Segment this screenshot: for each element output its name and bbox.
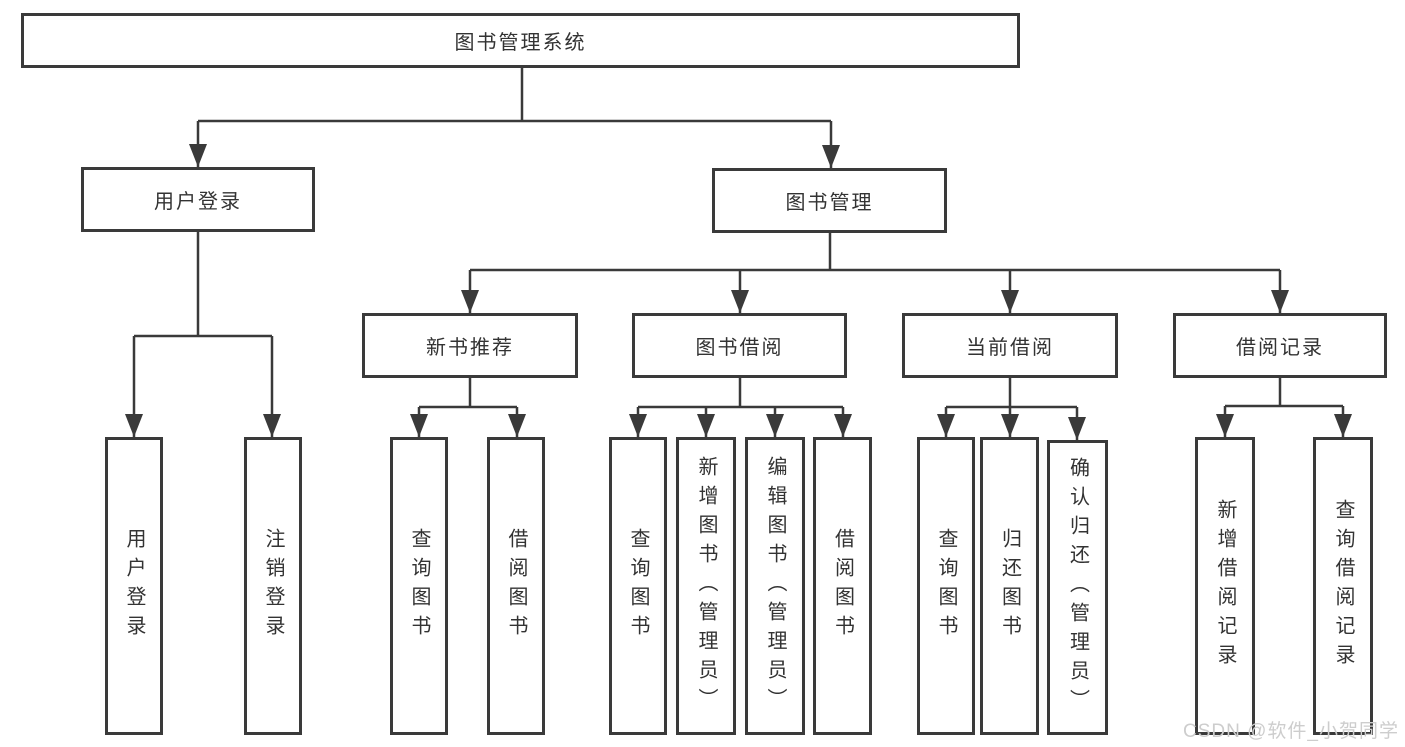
node-current-borrow-label: 当前借阅 bbox=[966, 337, 1054, 359]
leaf-bb-borrow-books: 借阅图书 bbox=[813, 437, 872, 735]
node-root: 图书管理系统 bbox=[21, 13, 1020, 68]
node-book-borrow: 图书借阅 bbox=[632, 313, 847, 378]
leaf-br-add-record: 新增借阅记录 bbox=[1195, 437, 1255, 735]
node-book-borrow-label: 图书借阅 bbox=[695, 337, 784, 359]
leaf-bb-query-books-label: 查询图书 bbox=[627, 528, 649, 644]
node-new-book-recommend: 新书推荐 bbox=[362, 313, 578, 378]
node-current-borrow: 当前借阅 bbox=[902, 313, 1118, 378]
node-root-label: 图书管理系统 bbox=[454, 32, 587, 54]
node-user-login-label: 用户登录 bbox=[154, 191, 242, 213]
edge-root-split bbox=[198, 68, 831, 123]
leaf-cb-return-books-label: 归还图书 bbox=[998, 528, 1021, 644]
node-book-management: 图书管理 bbox=[712, 168, 947, 233]
leaf-cb-confirm-return-admin-label: 确认归还（管理员） bbox=[1066, 457, 1089, 718]
node-book-management-label: 图书管理 bbox=[785, 192, 874, 214]
edge-book-borrow-split bbox=[638, 378, 843, 409]
leaf-bb-add-books-admin-label: 新增图书（管理员） bbox=[695, 455, 717, 717]
leaf-nb-query-books-label: 查询图书 bbox=[408, 528, 430, 644]
leaf-br-query-record: 查询借阅记录 bbox=[1313, 437, 1373, 735]
leaf-logout-label: 注销登录 bbox=[262, 528, 284, 644]
leaf-br-query-record-label: 查询借阅记录 bbox=[1332, 499, 1354, 673]
leaf-bb-edit-books-admin: 编辑图书（管理员） bbox=[745, 437, 805, 735]
leaf-user-login: 用户登录 bbox=[105, 437, 163, 735]
edge-book-management-split bbox=[470, 233, 1280, 272]
edge-new-book-split bbox=[419, 378, 517, 409]
edge-user-login-split bbox=[134, 232, 272, 338]
edge-borrow-records-split bbox=[1225, 378, 1343, 408]
leaf-nb-query-books: 查询图书 bbox=[390, 437, 448, 735]
node-borrow-records-label: 借阅记录 bbox=[1236, 337, 1324, 359]
node-borrow-records: 借阅记录 bbox=[1173, 313, 1387, 378]
node-user-login: 用户登录 bbox=[81, 167, 315, 232]
leaf-br-add-record-label: 新增借阅记录 bbox=[1214, 499, 1236, 673]
leaf-bb-add-books-admin: 新增图书（管理员） bbox=[676, 437, 736, 735]
leaf-bb-edit-books-admin-label: 编辑图书（管理员） bbox=[764, 455, 786, 717]
leaf-cb-query-books-label: 查询图书 bbox=[935, 528, 957, 644]
leaf-bb-query-books: 查询图书 bbox=[609, 437, 667, 735]
leaf-nb-borrow-books-label: 借阅图书 bbox=[505, 528, 527, 644]
leaf-cb-confirm-return-admin: 确认归还（管理员） bbox=[1047, 440, 1108, 735]
node-new-book-recommend-label: 新书推荐 bbox=[426, 337, 514, 359]
leaf-bb-borrow-books-label: 借阅图书 bbox=[831, 528, 854, 644]
leaf-logout: 注销登录 bbox=[244, 437, 302, 735]
leaf-user-login-label: 用户登录 bbox=[123, 528, 145, 644]
leaf-cb-return-books: 归还图书 bbox=[980, 437, 1039, 735]
csdn-watermark: CSDN @软件_小贺同学 bbox=[1183, 721, 1399, 742]
leaf-nb-borrow-books: 借阅图书 bbox=[487, 437, 545, 735]
leaf-cb-query-books: 查询图书 bbox=[917, 437, 975, 735]
edge-current-borrow-split bbox=[946, 378, 1077, 409]
